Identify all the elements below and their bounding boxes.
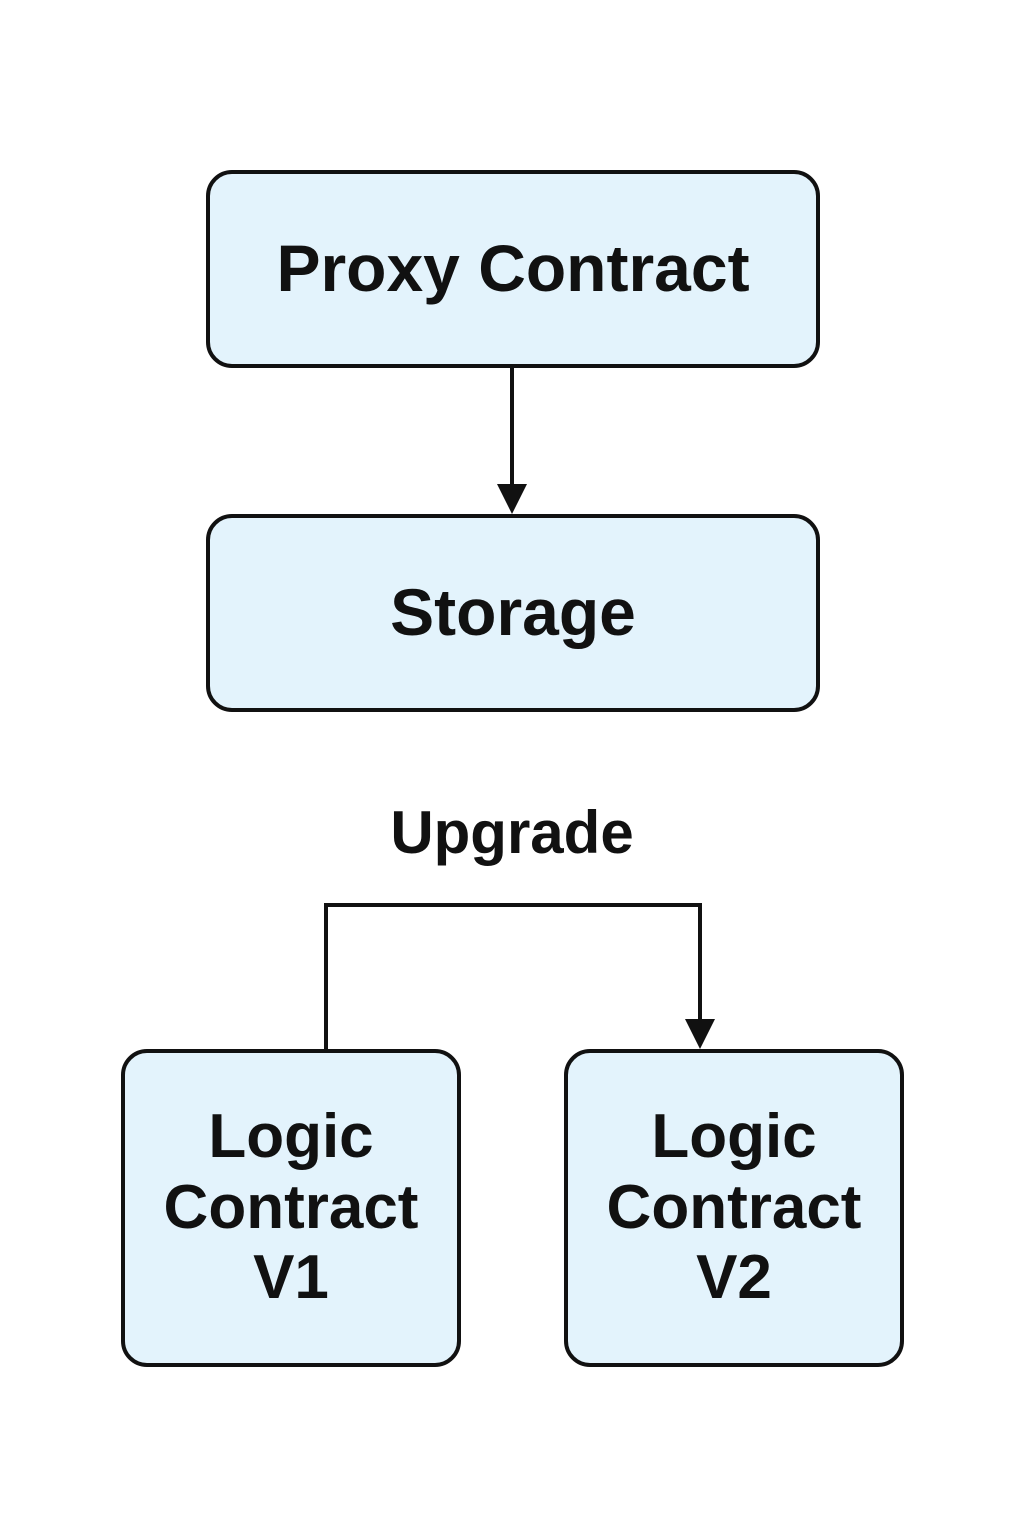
upgrade-arrowhead <box>685 1019 715 1049</box>
upgrade-arrow <box>324 903 715 1049</box>
proxy-to-storage-arrowhead <box>497 484 527 514</box>
upgrade-line <box>324 903 702 1049</box>
logic-contract-v2-label: Logic Contract V2 <box>606 1101 862 1313</box>
proxy-contract-label: Proxy Contract <box>276 231 750 306</box>
logic-contract-v1-box: Logic Contract V1 <box>121 1049 461 1367</box>
storage-box: Storage <box>206 514 820 712</box>
proxy-contract-box: Proxy Contract <box>206 170 820 368</box>
storage-label: Storage <box>390 575 636 650</box>
upgrade-label: Upgrade <box>390 799 634 866</box>
proxy-to-storage-arrow <box>497 368 527 514</box>
logic-contract-v1-label: Logic Contract V1 <box>163 1101 419 1313</box>
logic-contract-v2-box: Logic Contract V2 <box>564 1049 904 1367</box>
